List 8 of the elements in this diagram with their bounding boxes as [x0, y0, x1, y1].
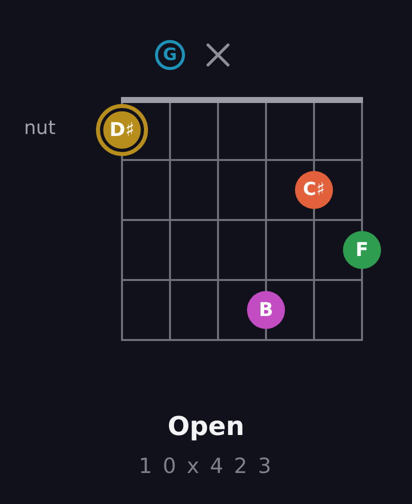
- note-name: G: [163, 46, 177, 64]
- note-name: F: [356, 240, 368, 260]
- note-name: B: [258, 300, 274, 320]
- nut-label: nut: [24, 119, 56, 138]
- note-name: D♯: [110, 120, 134, 140]
- chord-title: Open: [168, 412, 244, 442]
- fingering-text: 1 0 x 4 2 3: [138, 454, 274, 478]
- note-name: C♯: [303, 181, 325, 199]
